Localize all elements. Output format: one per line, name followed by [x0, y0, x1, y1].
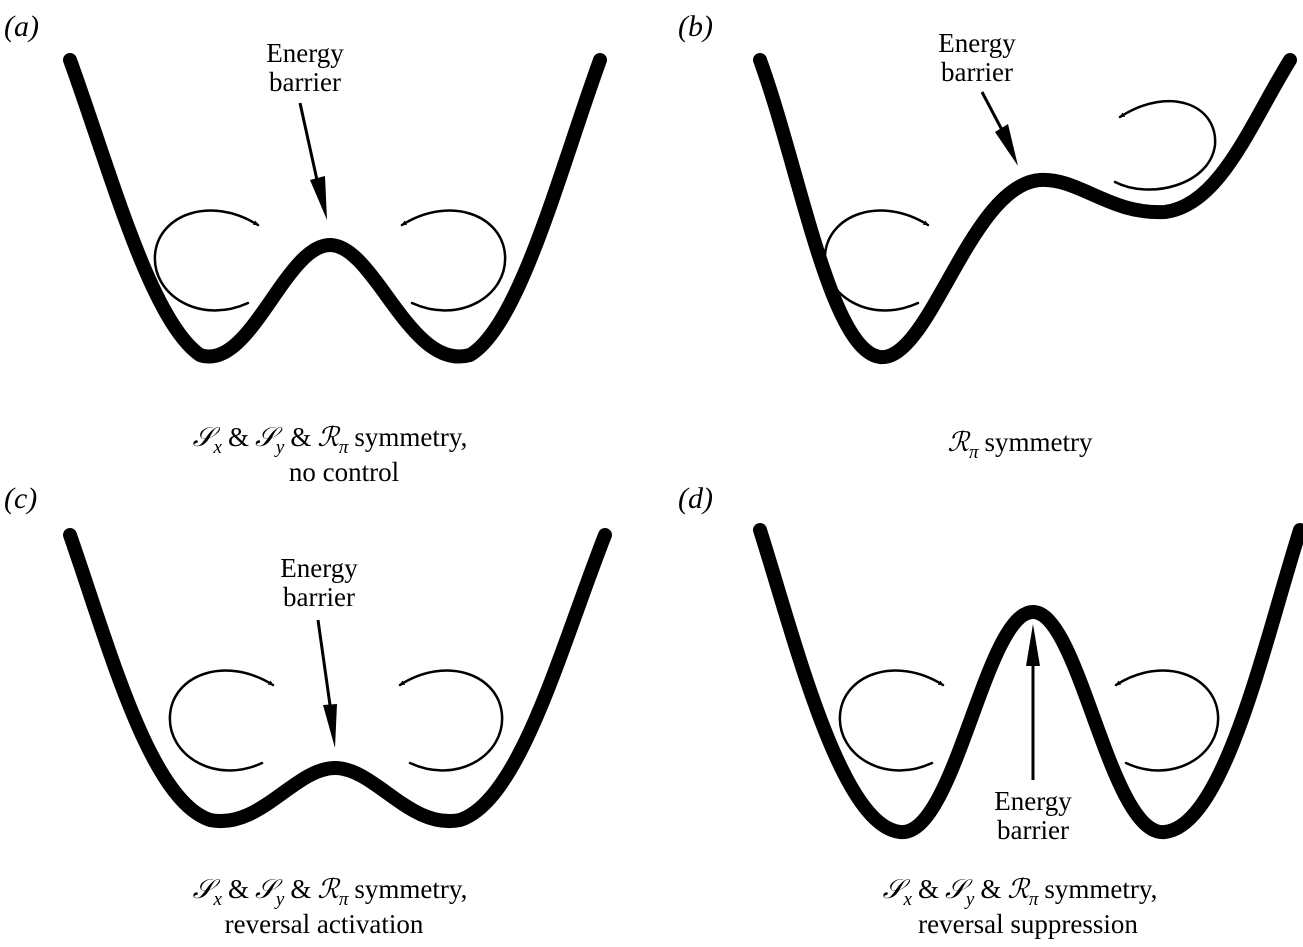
barrier-label-line1: Energy — [280, 553, 358, 583]
barrier-label-line2: barrier — [283, 582, 355, 612]
potential-curve-d — [753, 523, 1303, 839]
rotation-arrow-counterclockwise-icon — [400, 209, 507, 312]
panel-label-a: (a) — [4, 10, 39, 43]
panel-label-b: (b) — [678, 10, 713, 43]
barrier-arrow — [1026, 624, 1040, 780]
rotation-arrow-counterclockwise-icon — [398, 669, 504, 772]
barrier-arrow — [316, 619, 337, 748]
barrier-label-line1: Energy — [994, 786, 1072, 816]
panel-label-d: (d) — [678, 482, 713, 515]
rotation-arrow-counterclockwise-icon — [1114, 669, 1220, 772]
caption-line2-c: reversal activation — [225, 909, 424, 939]
barrier-label-line1: Energy — [938, 28, 1016, 58]
rotation-arrow-clockwise-icon — [153, 209, 260, 312]
barrier-label-line2: barrier — [997, 815, 1069, 845]
barrier-label-line1: Energy — [266, 38, 344, 68]
barrier-label-line2: barrier — [269, 67, 341, 97]
barrier-arrow — [298, 102, 327, 220]
barrier-label-line2: barrier — [941, 57, 1013, 87]
rotation-arrow-clockwise-icon — [823, 209, 930, 312]
caption-line2-d: reversal suppression — [918, 909, 1138, 939]
potential-curve-c — [63, 528, 612, 829]
caption-line2-a: no control — [289, 457, 399, 487]
rotation-arrow-clockwise-icon — [838, 669, 945, 772]
rotation-arrow-counterclockwise-icon — [1113, 100, 1217, 191]
rotation-arrow-clockwise-icon — [168, 669, 275, 772]
potential-curve-b — [753, 53, 1297, 364]
barrier-arrow — [980, 91, 1018, 166]
potential-curve-a — [63, 53, 607, 364]
panel-label-c: (c) — [4, 482, 37, 515]
